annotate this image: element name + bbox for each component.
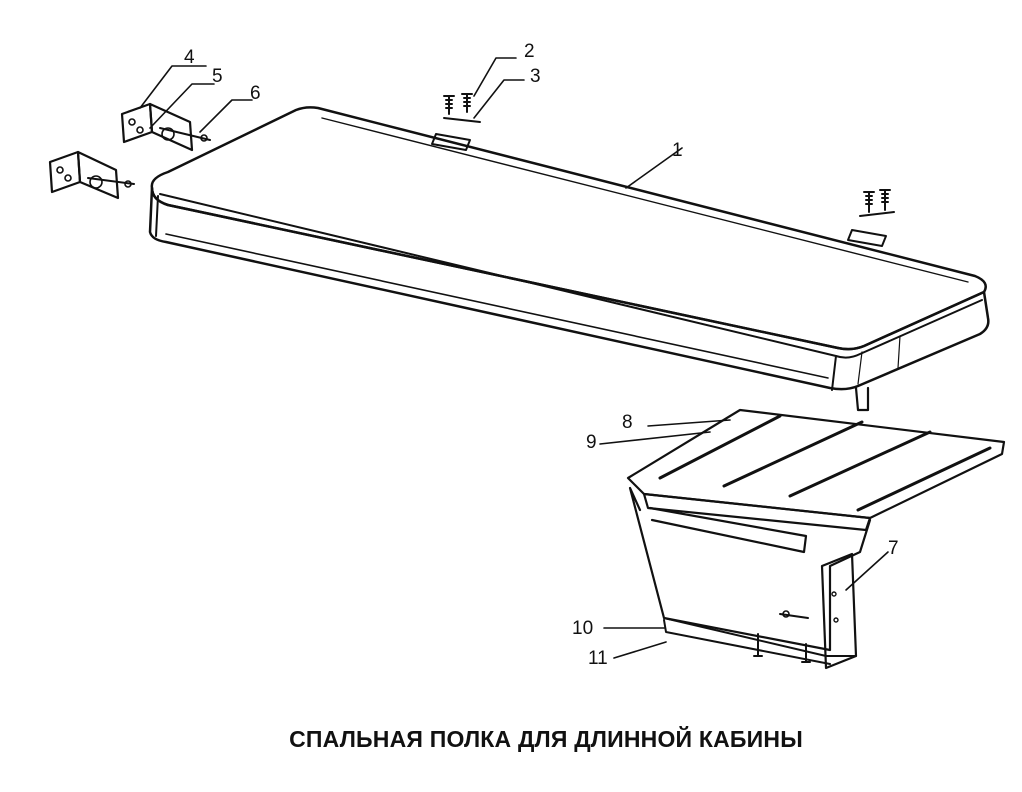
leader-lines xyxy=(139,57,889,659)
callout-5: 5 xyxy=(212,66,223,87)
mattress xyxy=(148,106,990,391)
screw-pair-right xyxy=(859,189,895,217)
mattress-tab-right xyxy=(847,229,887,247)
callout-7: 7 xyxy=(888,538,899,559)
hinge-bracket-lower xyxy=(48,150,135,200)
callout-1: 1 xyxy=(672,140,683,161)
callout-3: 3 xyxy=(530,66,541,87)
screw-pair-middle xyxy=(443,93,481,123)
callout-10: 10 xyxy=(572,618,593,639)
callout-4: 4 xyxy=(184,47,195,68)
callout-2: 2 xyxy=(524,41,535,62)
shelf-frame xyxy=(626,386,1006,670)
mattress-tab-left xyxy=(431,133,471,151)
callout-11: 11 xyxy=(588,648,608,669)
callout-9: 9 xyxy=(586,432,597,453)
diagram-caption: СПАЛЬНАЯ ПОЛКА ДЛЯ ДЛИННОЙ КАБИНЫ xyxy=(289,726,803,752)
callout-8: 8 xyxy=(622,412,633,433)
callout-6: 6 xyxy=(250,83,261,104)
